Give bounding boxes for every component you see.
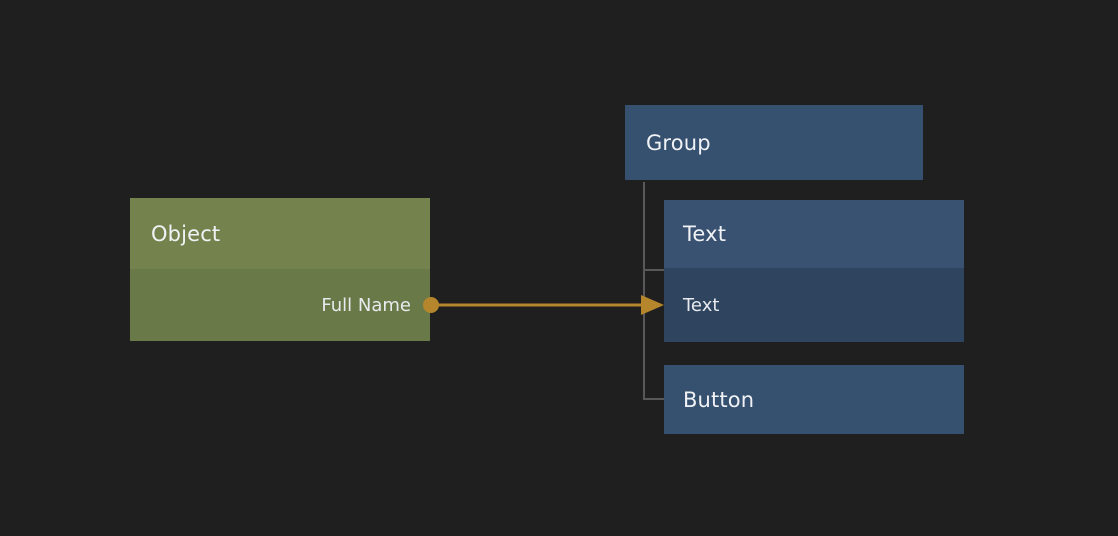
node-text-header[interactable]: Text bbox=[664, 200, 964, 268]
node-object-row-label: Full Name bbox=[321, 294, 411, 316]
node-text-row-label: Text bbox=[683, 294, 720, 316]
node-button-title: Button bbox=[683, 387, 755, 412]
node-group-header[interactable]: Group bbox=[625, 105, 923, 180]
node-group-title: Group bbox=[646, 130, 711, 155]
connection-full-name-to-text[interactable] bbox=[423, 295, 664, 315]
node-object-row-full-name[interactable]: Full Name bbox=[130, 269, 430, 341]
node-button-header[interactable]: Button bbox=[664, 365, 964, 434]
node-button[interactable]: Button bbox=[664, 365, 964, 434]
node-text-title: Text bbox=[683, 222, 727, 246]
node-object[interactable]: Object Full Name bbox=[130, 198, 430, 341]
tree-stub-button bbox=[643, 398, 665, 400]
node-object-header[interactable]: Object bbox=[130, 198, 430, 269]
tree-trunk-line bbox=[643, 182, 645, 400]
tree-stub-text bbox=[643, 269, 665, 271]
node-group[interactable]: Group bbox=[625, 105, 923, 180]
node-text[interactable]: Text Text bbox=[664, 200, 964, 342]
node-object-title: Object bbox=[151, 221, 221, 246]
node-text-row-text[interactable]: Text bbox=[664, 268, 964, 342]
